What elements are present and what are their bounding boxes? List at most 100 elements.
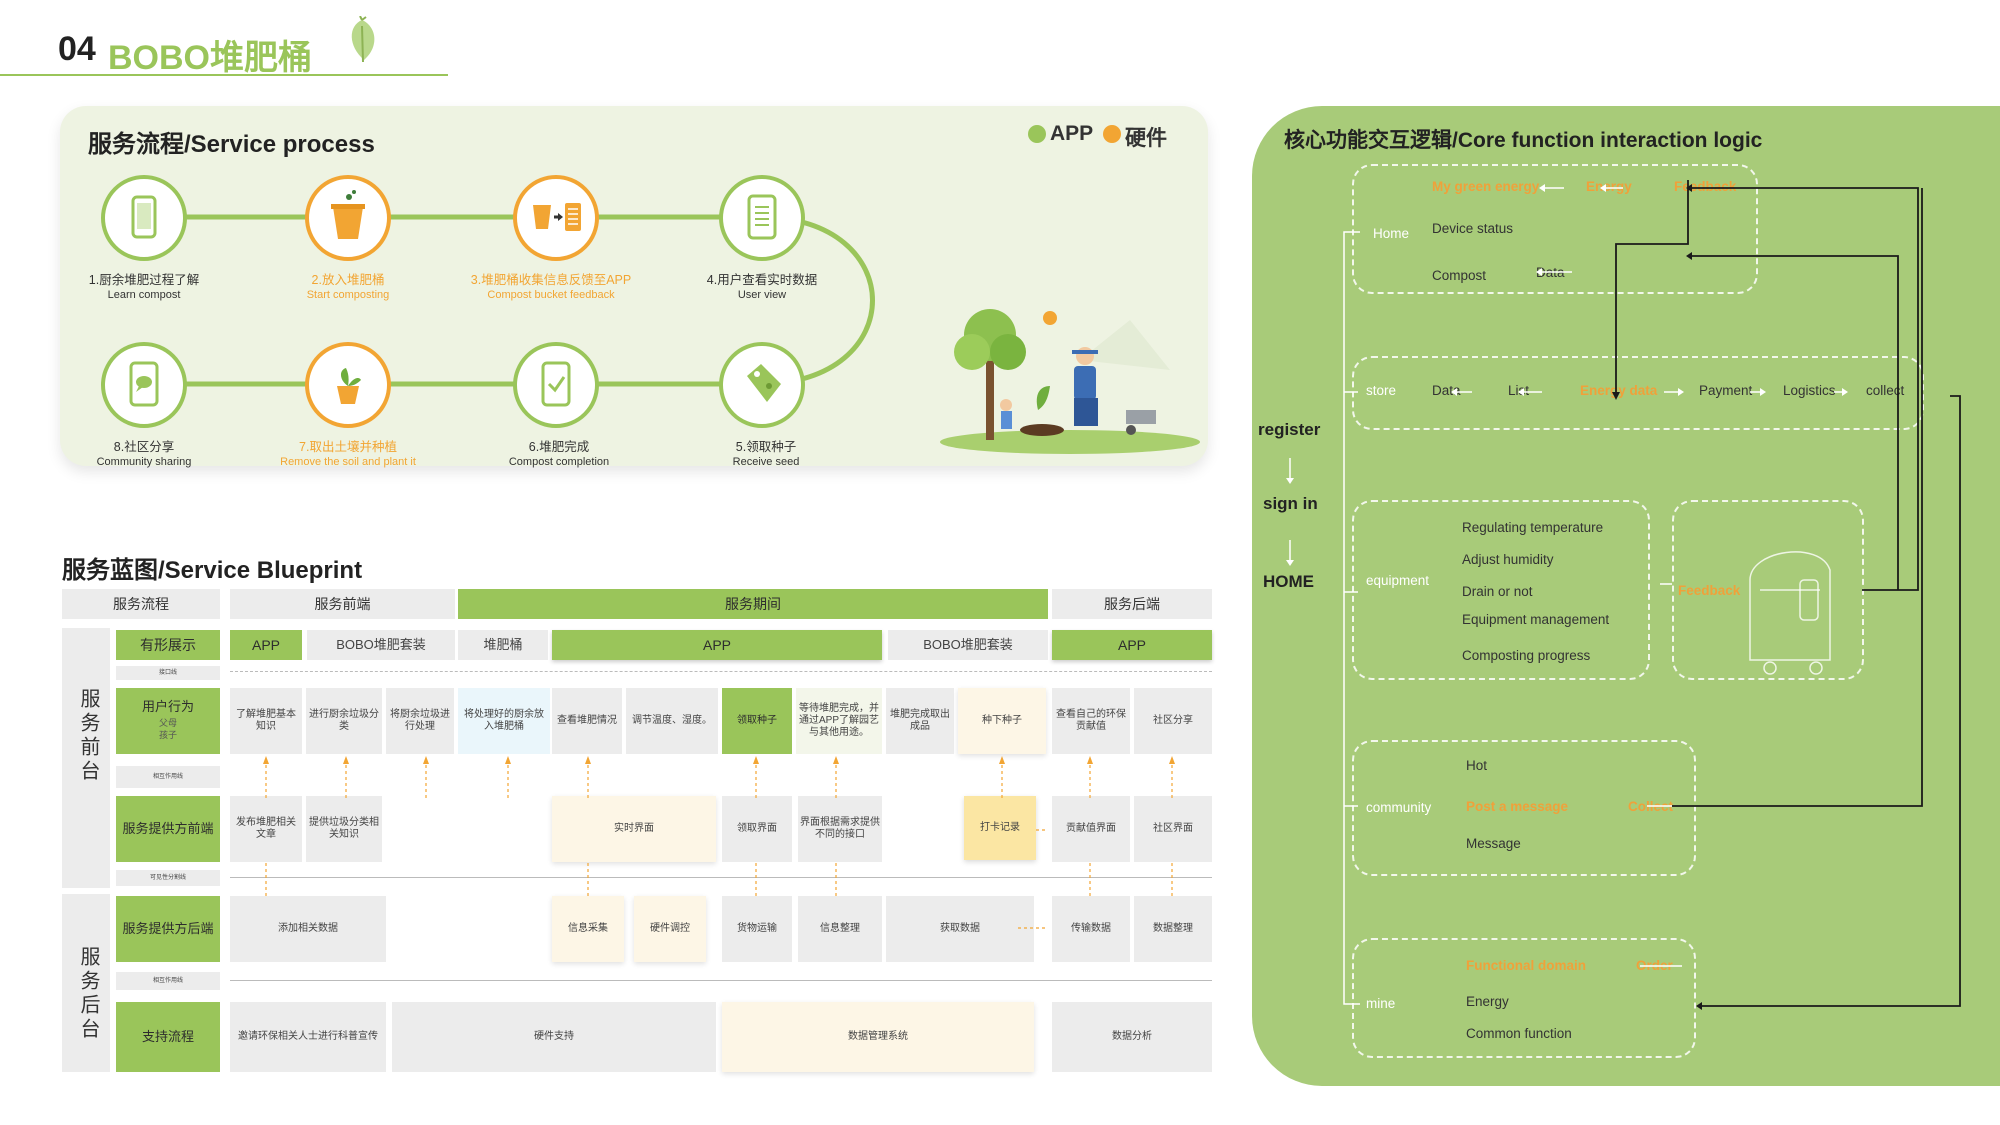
compost-bucket-sketch-icon <box>1749 551 1831 675</box>
provider-back-7: 传输数据 <box>1052 896 1130 962</box>
provider-front-1: 发布堆肥相关文章 <box>230 796 302 862</box>
nav-sign-in: sign in <box>1263 494 1318 513</box>
user-action-11: 查看自己的环保贡献值 <box>1052 688 1130 754</box>
page-number: 04 <box>58 30 96 68</box>
provider-front-2: 提供垃圾分类相关知识 <box>306 796 382 862</box>
support-1: 邀请环保相关人士进行科普宣传 <box>230 1002 386 1072</box>
touchpoint-bucket: 堆肥桶 <box>458 630 548 660</box>
home-energy: Energy <box>1586 179 1632 194</box>
store-collect: collect <box>1866 383 1905 398</box>
row-support: 支持流程 <box>116 1002 220 1072</box>
step-3-en: Compost bucket feedback <box>487 289 615 301</box>
touchpoint-bobo-kit-2: BOBO堆肥套装 <box>888 630 1048 660</box>
mine-label: mine <box>1366 996 1396 1011</box>
process-flow-connector <box>144 214 875 387</box>
provider-front-5: 界面根据需求提供不同的接口 <box>798 796 882 862</box>
row-interaction-line-2: 相互作用线 <box>116 766 220 788</box>
gardening-family-illustration <box>940 309 1200 454</box>
blueprint-title: 服务蓝图/Service Blueprint <box>62 557 363 584</box>
phase-during: 服务期间 <box>458 589 1048 619</box>
provider-back-3: 硬件调控 <box>634 896 706 962</box>
provider-back-5: 信息整理 <box>798 896 882 962</box>
home-compost: Compost <box>1432 268 1487 283</box>
user-action-8: 等待堆肥完成，并通过APP了解园艺与其他用途。 <box>796 688 882 754</box>
step-4-label: 4.用户查看实时数据 User view <box>662 273 862 303</box>
store-group <box>1352 356 1924 430</box>
step-1-circle <box>101 175 187 261</box>
store-payment: Payment <box>1699 383 1753 398</box>
home-device-status: Device status <box>1432 221 1514 236</box>
store-logistics: Logistics <box>1783 383 1836 398</box>
row-touchpoint: 有形展示 <box>116 630 220 660</box>
touchpoint-app-after: APP <box>1052 630 1212 660</box>
leaf-logo-icon <box>351 16 375 63</box>
nav-register: register <box>1258 420 1321 439</box>
step-1-cn: 1.厨余堆肥过程了解 <box>88 273 200 287</box>
user-action-5: 查看堆肥情况 <box>552 688 622 754</box>
page-title: BOBO堆肥桶 <box>108 39 312 77</box>
header-divider <box>0 74 448 76</box>
phone-icon <box>131 195 157 239</box>
mine-functional-domain: Functional domain <box>1466 958 1586 973</box>
community-label: community <box>1366 800 1432 815</box>
phase-front: 服务前端 <box>230 589 455 619</box>
step-5-cn: 5.领取种子 <box>735 440 797 454</box>
user-action-4: 将处理好的厨余放入堆肥桶 <box>458 688 550 754</box>
user-action-3: 将厨余垃圾进行处理 <box>386 688 454 754</box>
touchpoint-app-main: APP <box>552 630 882 660</box>
phase-label: 服务流程 <box>62 589 220 619</box>
provider-back-8: 数据整理 <box>1134 896 1212 962</box>
step-6-circle <box>513 342 599 428</box>
provider-front-3: 实时界面 <box>552 796 716 862</box>
mine-energy: Energy <box>1466 994 1509 1009</box>
touchpoint-app: APP <box>230 630 302 660</box>
equipment-group <box>1352 500 1650 680</box>
provider-back-2: 信息采集 <box>552 896 624 962</box>
legend-hardware-label: 硬件 <box>1125 127 1167 150</box>
step-6-en: Compost completion <box>508 456 610 468</box>
home-group <box>1352 164 1758 294</box>
equipment-composting-progress: Composting progress <box>1462 648 1591 663</box>
provider-back-4: 货物运输 <box>722 896 792 962</box>
bucket-to-app-icon <box>533 203 581 231</box>
user-action-7: 领取种子 <box>722 688 792 754</box>
row-provider-back: 服务提供方后端 <box>116 896 220 962</box>
mine-group <box>1352 938 1696 1058</box>
provider-front-8: 社区界面 <box>1134 796 1212 862</box>
internal-divider <box>230 980 1212 981</box>
legend-app-label: APP <box>1050 122 1094 145</box>
step-2-en: Start composting <box>306 289 390 301</box>
community-message: Message <box>1466 836 1521 851</box>
support-3: 数据管理系统 <box>722 1002 1034 1072</box>
step-4-circle <box>719 175 805 261</box>
seed-tag-icon <box>747 364 781 402</box>
store-label: store <box>1366 383 1397 398</box>
user-action-10: 种下种子 <box>958 688 1046 754</box>
support-4: 数据分析 <box>1052 1002 1212 1072</box>
step-4-en: User view <box>737 289 787 301</box>
home-label: Home <box>1373 226 1410 241</box>
step-8-cn: 8.社区分享 <box>113 440 175 454</box>
community-hot: Hot <box>1466 758 1488 773</box>
check-icon <box>541 361 571 407</box>
touchpoint-bobo-kit: BOBO堆肥套装 <box>307 630 455 660</box>
service-process-title: 服务流程/Service process <box>88 131 375 158</box>
user-action-6: 调节温度、湿度。 <box>626 688 718 754</box>
row-user-action: 用户行为 父母 孩子 <box>116 688 220 754</box>
mine-common-function: Common function <box>1466 1026 1572 1041</box>
step-4-cn: 4.用户查看实时数据 <box>706 273 818 287</box>
core-logic-title: 核心功能交互逻辑/Core function interaction logic <box>1284 129 1763 152</box>
community-group <box>1352 740 1696 876</box>
step-3-circle <box>513 175 599 261</box>
user-action-1: 了解堆肥基本知识 <box>230 688 302 754</box>
equipment-label: equipment <box>1366 573 1430 588</box>
core-logic-panel <box>1252 106 2000 1086</box>
row-internal-line: 相互作用线 <box>116 972 220 990</box>
step-8-en: Community sharing <box>96 456 192 468</box>
step-8-circle <box>101 342 187 428</box>
step-5-circle <box>719 342 805 428</box>
